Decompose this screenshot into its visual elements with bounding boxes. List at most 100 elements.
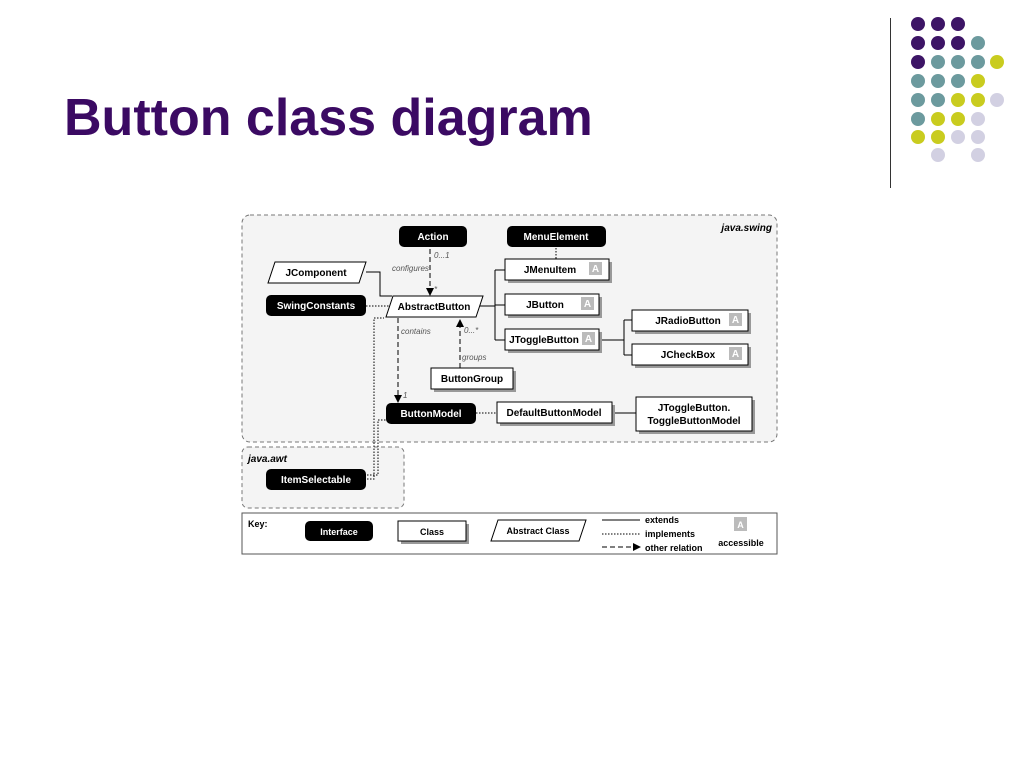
dot — [931, 148, 945, 162]
dot — [971, 130, 985, 144]
dot — [931, 93, 945, 107]
legend-key: Key: Interface Class Abstract Class exte… — [241, 512, 778, 555]
class-defaultbuttonmodel: DefaultButtonModel — [496, 401, 615, 426]
key-interface-swatch — [305, 521, 373, 541]
key-title: Key: — [248, 519, 268, 529]
key-abstract-swatch — [490, 519, 587, 542]
interface-buttonmodel: ButtonModel — [386, 403, 476, 424]
key-interface-label: Interface — [320, 527, 358, 537]
mult-star: * — [434, 285, 438, 294]
badge-letter: A — [584, 299, 591, 310]
badge-letter: A — [592, 264, 599, 275]
dot — [931, 55, 945, 69]
mult-one: 1 — [403, 391, 407, 400]
accessible-badge — [729, 313, 742, 326]
dot — [971, 93, 985, 107]
dot — [971, 148, 985, 162]
dot — [990, 55, 1004, 69]
connectors — [366, 248, 636, 480]
label: AbstractButton — [398, 302, 471, 313]
dot — [931, 130, 945, 144]
interface-action: Action — [399, 226, 467, 247]
dot — [951, 36, 965, 50]
class-jcheckbox: JCheckBox A — [631, 343, 751, 368]
class-togglebuttonmodel: JToggleButton. ToggleButtonModel — [635, 396, 755, 434]
configures-label: configures — [392, 264, 429, 273]
key-abstract-label: Abstract Class — [506, 526, 569, 536]
mult-action: 0...1 — [434, 251, 450, 260]
label: JToggleButton — [509, 335, 579, 346]
badge-letter: A — [732, 349, 739, 360]
class-jradiobutton: JRadioButton A — [631, 309, 751, 334]
key-accessible-label: accessible — [718, 538, 764, 548]
label: JCheckBox — [661, 350, 716, 361]
dot — [931, 74, 945, 88]
label: ItemSelectable — [281, 475, 351, 486]
badge-letter: A — [732, 315, 739, 326]
jcomponent-connector — [366, 271, 392, 297]
java-swing-label: java.swing — [719, 223, 772, 234]
label: JMenuItem — [524, 265, 576, 276]
dot — [990, 93, 1004, 107]
badge-letter: A — [585, 334, 592, 345]
key-class-swatch — [397, 520, 467, 542]
dot — [931, 112, 945, 126]
label: Action — [417, 232, 448, 243]
interface-swingconstants: SwingConstants — [266, 295, 366, 316]
key-badge-letter: A — [737, 520, 744, 530]
groups-label: groups — [462, 353, 486, 362]
itemselectable-connector-1 — [367, 317, 384, 480]
dot — [971, 112, 985, 126]
label-line2: ToggleButtonModel — [647, 416, 740, 427]
dot — [971, 55, 985, 69]
dot — [951, 17, 965, 31]
label: JRadioButton — [655, 316, 721, 327]
key-extends-label: extends — [645, 515, 679, 525]
dot — [911, 93, 925, 107]
dot — [911, 36, 925, 50]
class-jbutton: JButton A — [504, 293, 602, 318]
dot — [931, 36, 945, 50]
accessible-badge — [729, 347, 742, 360]
abstract-abstractbutton: AbstractButton — [385, 295, 484, 318]
label: MenuElement — [523, 232, 589, 243]
dot — [951, 74, 965, 88]
dot — [951, 112, 965, 126]
class-buttongroup: ButtonGroup — [430, 367, 516, 392]
key-class-label: Class — [420, 527, 444, 537]
contains-label: contains — [401, 327, 431, 336]
label: JButton — [526, 300, 564, 311]
label: DefaultButtonModel — [507, 408, 602, 419]
dot — [911, 74, 925, 88]
class-jtogglebutton: JToggleButton A — [504, 328, 602, 353]
key-other-label: other relation — [645, 543, 703, 553]
accessible-badge — [582, 332, 595, 345]
abstract-jcomponent: JComponent — [267, 261, 367, 284]
dot — [911, 112, 925, 126]
dot — [931, 17, 945, 31]
label: SwingConstants — [277, 301, 356, 312]
dot — [911, 55, 925, 69]
dot — [911, 17, 925, 31]
divider-line — [890, 18, 891, 188]
dot — [971, 74, 985, 88]
label-line1: JToggleButton. — [658, 403, 731, 414]
dot — [951, 55, 965, 69]
dot — [951, 93, 965, 107]
dot — [971, 36, 985, 50]
java-awt-label: java.awt — [246, 454, 288, 465]
class-jmenuitem: JMenuItem A — [504, 258, 612, 283]
label: ButtonModel — [400, 409, 461, 420]
key-implements-label: implements — [645, 529, 695, 539]
mult-groups: 0...* — [464, 326, 479, 335]
accessible-badge — [581, 297, 594, 310]
interface-itemselectable: ItemSelectable — [266, 469, 366, 490]
dot — [911, 130, 925, 144]
key-accessible-badge — [734, 517, 747, 531]
label: ButtonGroup — [441, 374, 503, 385]
label: JComponent — [285, 268, 347, 279]
slide-title: Button class diagram — [64, 89, 593, 147]
accessible-badge — [589, 262, 602, 275]
interface-menuelement: MenuElement — [507, 226, 606, 247]
